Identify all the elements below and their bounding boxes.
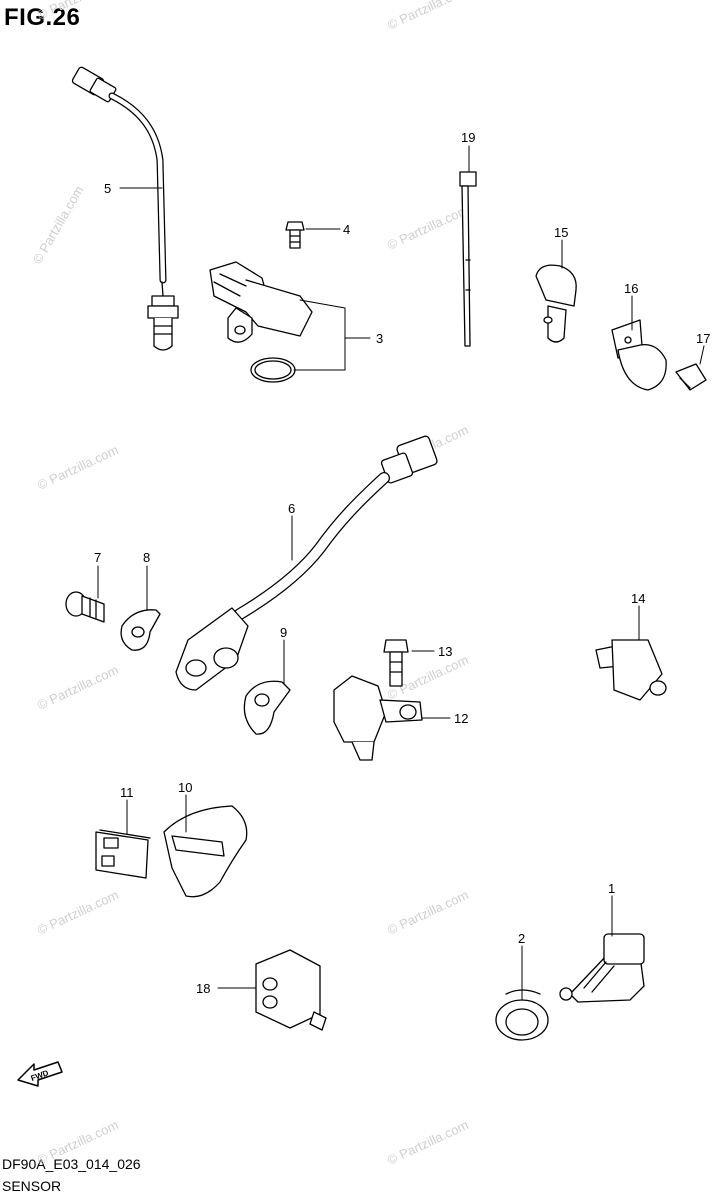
watermark-text: © Partzilla.com <box>385 0 471 33</box>
callout-3: 3 <box>376 331 383 346</box>
watermark-text: © Partzilla.com <box>35 662 121 713</box>
o-ring <box>250 357 296 383</box>
sensor-18 <box>255 949 327 1031</box>
leader-lines <box>97 145 705 1001</box>
figure-title: FIG.26 <box>4 4 81 31</box>
callout-16: 16 <box>624 281 638 296</box>
callout-10: 10 <box>178 780 192 795</box>
figure-caption: SENSOR <box>2 1178 62 1194</box>
callout-12: 12 <box>454 711 468 726</box>
watermark-text: © Partzilla.com <box>385 887 471 938</box>
crank-position-sensor-6 <box>175 435 438 691</box>
knock-sensor-14 <box>595 639 667 701</box>
bolt-13 <box>383 639 409 687</box>
clip-11 <box>95 829 151 879</box>
callout-17: 17 <box>696 331 710 346</box>
callout-18: 18 <box>196 981 210 996</box>
temperature-sensor-wire-5 <box>71 66 179 351</box>
cover-10 <box>163 805 248 898</box>
cable-tie-19 <box>459 171 477 347</box>
callout-7: 7 <box>94 550 101 565</box>
bolt-4 <box>285 221 305 249</box>
fwd-arrow <box>17 1061 63 1087</box>
callout-8: 8 <box>143 550 150 565</box>
watermark-text: © Partzilla.com <box>35 1117 121 1168</box>
watermark-text: © Partzilla.com <box>35 442 121 493</box>
bolt-17 <box>675 363 707 391</box>
figure-code: DF90A_E03_014_026 <box>2 1156 141 1172</box>
bracket-16 <box>611 319 667 391</box>
spacer-9 <box>243 680 291 735</box>
clamp-15 <box>535 264 577 343</box>
callout-19: 19 <box>461 130 475 145</box>
callout-15: 15 <box>554 225 568 240</box>
bolt-7 <box>65 591 105 623</box>
callout-11: 11 <box>120 785 134 800</box>
callout-2: 2 <box>518 931 525 946</box>
callout-5: 5 <box>104 181 111 196</box>
callout-numbers: 1 2 3 4 5 6 7 8 9 10 11 12 13 14 15 16 1… <box>94 130 710 996</box>
watermark-text: © Partzilla.com <box>35 887 121 938</box>
sensor-1 <box>559 933 645 1003</box>
watermark-text: © Partzilla.com <box>385 1117 471 1168</box>
watermark-text: © Partzilla.com <box>35 0 121 23</box>
callout-4: 4 <box>343 222 350 237</box>
spacer-8 <box>120 609 161 651</box>
callout-13: 13 <box>438 644 452 659</box>
cam-position-sensor-12 <box>333 675 423 761</box>
watermark-text: © Partzilla.com <box>30 183 87 266</box>
map-sensor-3 <box>209 261 313 343</box>
callout-1: 1 <box>608 881 615 896</box>
callout-14: 14 <box>631 591 645 606</box>
callout-9: 9 <box>280 625 287 640</box>
watermarks: © Partzilla.com © Partzilla.com © Partzi… <box>30 0 471 1168</box>
watermark-text: © Partzilla.com <box>385 202 471 253</box>
callout-6: 6 <box>288 501 295 516</box>
